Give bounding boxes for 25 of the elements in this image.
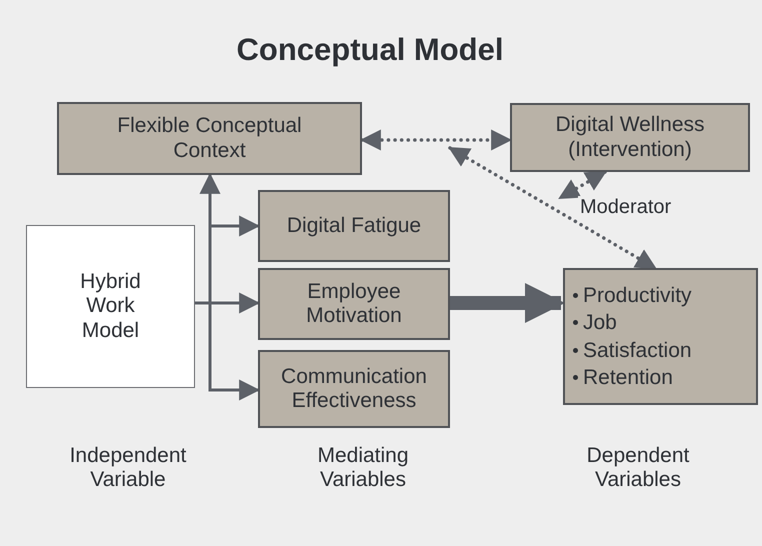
- list-box: [563, 268, 758, 405]
- node-label: Flexible Conceptual Context: [116, 114, 303, 163]
- process-box: [57, 102, 362, 175]
- dotted-arrow: [558, 170, 607, 200]
- arrow: [195, 302, 260, 400]
- dotted-arrow: [448, 146, 657, 270]
- node-label: Communication Effectiveness: [280, 364, 428, 414]
- axis-caption: Mediating Variables: [316, 444, 410, 492]
- thick-arrow: [450, 283, 565, 323]
- list-item: Productivity: [573, 282, 692, 310]
- axis-caption: Dependent Variables: [586, 444, 690, 492]
- node-label: Digital Fatigue: [286, 214, 422, 238]
- process-box: [258, 190, 450, 262]
- diagram-title: Conceptual Model: [236, 32, 504, 68]
- list-item: Job: [573, 309, 692, 336]
- axis-caption: Independent Variable: [68, 444, 188, 492]
- process-box: [510, 103, 750, 172]
- list-item: Satisfaction: [573, 336, 692, 364]
- node-label: Digital Wellness (Intervention): [554, 113, 706, 162]
- node-label: Employee Motivation: [305, 280, 403, 328]
- list-item: Retention: [573, 364, 692, 392]
- node-label: Hybrid Work Model: [79, 270, 142, 343]
- process-box: [258, 268, 450, 340]
- variable-box: [26, 225, 195, 388]
- process-box: [258, 350, 450, 428]
